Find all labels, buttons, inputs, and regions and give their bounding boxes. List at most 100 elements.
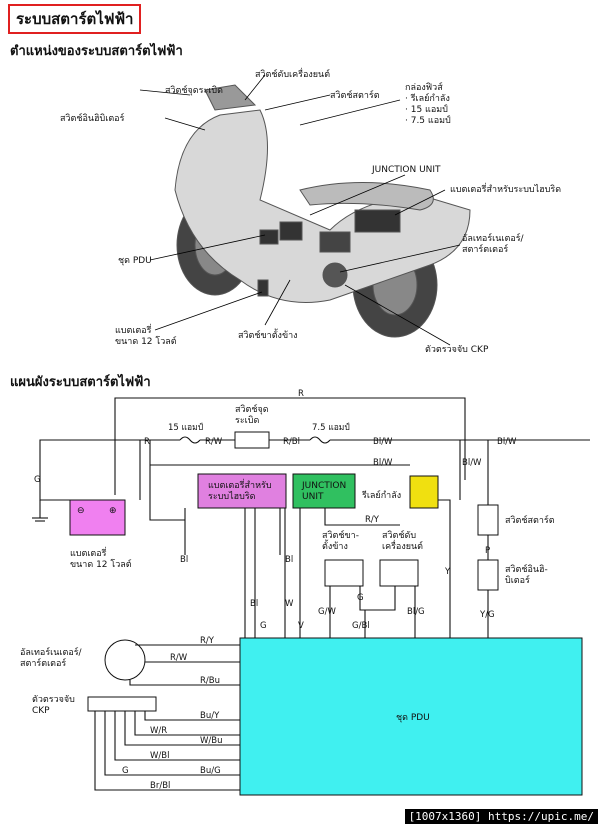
schematic-shape <box>359 586 396 611</box>
wire-label: R/Y <box>365 515 380 525</box>
wire-r-top <box>114 397 466 495</box>
label-fuse-box: กล่องฟิวส์ · รีเลย์กำลัง · 15 แอมป์ · 7.… <box>405 83 451 126</box>
schematic-shape <box>164 117 206 131</box>
wire-label: R/W <box>205 437 223 447</box>
wire-label: G <box>357 593 364 603</box>
wire-label: สวิตช์ขา-ตั้งข้าง <box>322 529 359 552</box>
schematic-shape <box>264 94 331 111</box>
wire-label: G <box>260 621 267 631</box>
schematic-shape <box>259 229 279 245</box>
schematic-shape <box>174 84 471 338</box>
wire-battery <box>39 439 141 501</box>
watermark: [1007x1360] https://upic.me/ <box>404 809 598 824</box>
schematic-shape <box>139 89 191 96</box>
label-acg: อัลเทอร์เนเตอร์/ สตาร์ตเตอร์ <box>462 234 524 255</box>
wire-label: W/R <box>150 726 167 736</box>
acg-symbol <box>104 639 146 681</box>
label-sidestand: สวิตช์ขาตั้งข้าง <box>238 331 298 341</box>
wire-label: Bl/W <box>373 437 393 447</box>
wire-label: สวิตช์อินฮิ-บิเตอร์ <box>505 563 548 586</box>
wire-label: G <box>122 766 129 776</box>
label-inhibitor: สวิตช์อินฮิบิเตอร์ <box>60 114 125 124</box>
wire-label: สวิตช์สตาร์ต <box>505 514 555 526</box>
wire-label: G <box>34 475 41 485</box>
wire-label: ⊕ <box>109 506 117 516</box>
wire-label: G/W <box>318 607 336 617</box>
label-starter-switch: สวิตช์สตาร์ต <box>330 91 380 101</box>
schematic-shape <box>134 711 240 736</box>
wire-label: อัลเทอร์เนเตอร์/สตาร์ตเตอร์ <box>20 646 83 669</box>
schematic-shape <box>344 284 451 346</box>
junction-unit-box <box>292 473 356 509</box>
wire-label: Y/G <box>479 610 495 620</box>
wire-label: Bl <box>285 555 293 565</box>
schematic-shape <box>94 711 240 791</box>
handlebar <box>204 84 257 111</box>
wire-label: Bu/G <box>200 766 221 776</box>
schematic-shape <box>279 221 303 241</box>
wire-label: Bl/W <box>373 458 393 468</box>
wire-label: Bl/W <box>462 458 482 468</box>
schematic-shape <box>154 291 263 331</box>
sidestand-switch <box>324 559 364 587</box>
fuse-15a <box>179 436 201 444</box>
page-title: ระบบสตาร์ตไฟฟ้า <box>8 4 142 34</box>
wire-label: W <box>285 599 294 609</box>
hybrid-battery-part <box>354 209 401 233</box>
wire-label: W/Bu <box>200 736 223 746</box>
power-relay-box <box>409 475 439 509</box>
schematic-shape <box>114 711 240 761</box>
engine-stop-switch <box>379 559 419 587</box>
starter-switch <box>477 504 499 536</box>
schematic-shape <box>149 234 266 261</box>
wire-label: V <box>298 621 304 631</box>
pdu-label: ชุด PDU <box>396 713 430 723</box>
wire-label: P <box>485 546 490 556</box>
schematic-shape <box>324 508 400 526</box>
wire-label: R/W <box>170 653 188 663</box>
pdu-box <box>239 637 583 796</box>
schematic-shape <box>139 74 461 346</box>
wire-label: Y <box>444 567 451 577</box>
schematic-shape <box>104 711 240 776</box>
battery-12v-label: แบตเตอรี่ขนาด 12 โวลต์ <box>70 546 132 570</box>
label-pdu: ชุด PDU <box>118 256 152 266</box>
schematic-shape <box>438 499 451 640</box>
label-battery: แบตเตอรี่ ขนาด 12 โวลต์ <box>115 326 177 347</box>
label-hybrid-battery: แบตเตอรี่สำหรับระบบไฮบริด <box>450 185 562 195</box>
label-ignition: สวิตช์จุดระเบิด <box>165 86 223 96</box>
wire-label: สวิตช์จุดระเบิด <box>235 403 269 426</box>
wire-label: ⊖ <box>77 506 85 516</box>
fuse-7-5a <box>309 436 331 444</box>
schematic-shape <box>322 262 348 288</box>
location-heading: ตำแหน่งของระบบสตาร์ตไฟฟ้า <box>10 44 183 59</box>
wire-label: W/Bl <box>150 751 169 761</box>
inhibitor-switch <box>477 559 499 591</box>
seat <box>299 182 434 211</box>
label-ckp: ตัวตรวจจับ CKP <box>425 345 489 355</box>
wire-label: R/Y <box>200 636 215 646</box>
wire-label: Bl <box>250 599 258 609</box>
hybrid-battery-box <box>197 473 287 509</box>
wire-label: 7.5 แอมป์ <box>312 422 350 433</box>
wire-label: แบตเตอรี่สำหรับระบบไฮบริด <box>208 478 272 502</box>
wire-label: R/Bu <box>200 676 220 686</box>
schematic-shape <box>309 174 406 216</box>
label-junction-unit: JUNCTION UNIT <box>372 165 441 175</box>
schematic-shape <box>129 680 240 686</box>
schematic-shape <box>124 711 240 746</box>
schematic-shape <box>264 279 291 326</box>
schematic-shape <box>394 189 446 216</box>
schematic-shape <box>319 231 351 253</box>
schematic-shape <box>257 279 269 297</box>
battery-12v-box <box>69 499 126 536</box>
wire-label: G/Bl <box>352 621 370 631</box>
wire-label: Bl/G <box>407 607 425 617</box>
schematic-shape <box>299 99 401 126</box>
schematic-shape <box>149 440 185 521</box>
wire-label: Bl/W <box>497 437 517 447</box>
wire-label: R <box>144 437 150 447</box>
